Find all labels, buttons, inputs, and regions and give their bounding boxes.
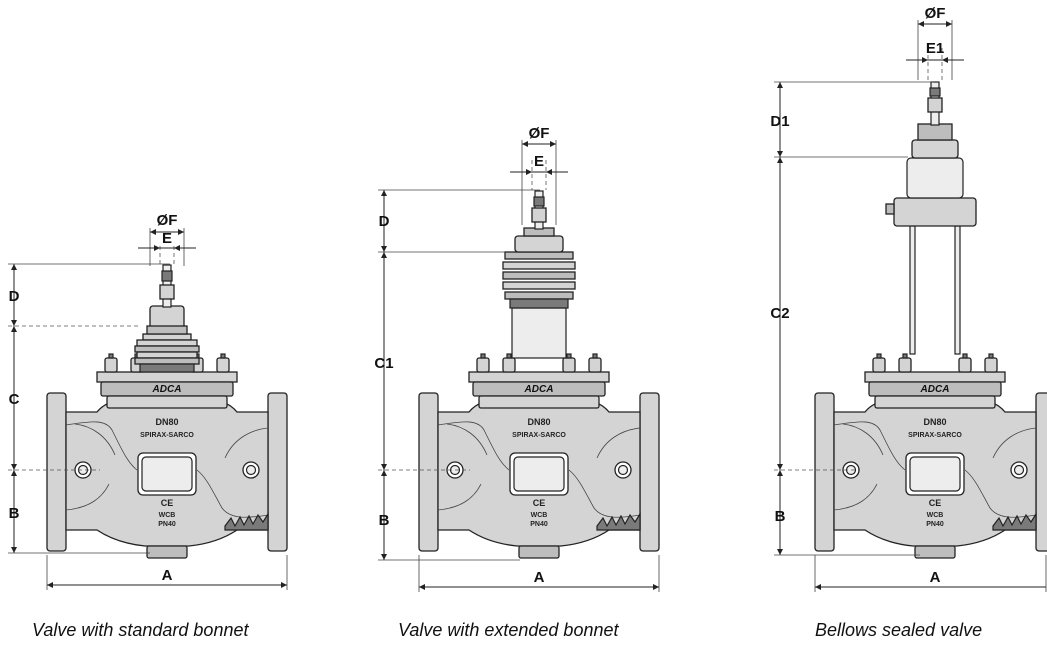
dim-group-left xyxy=(378,189,540,561)
dim-group-left xyxy=(774,81,934,556)
body-material-mark: WCB xyxy=(531,512,548,519)
label-e: E xyxy=(162,230,172,247)
brand-logo: ADCA xyxy=(524,384,554,395)
brand-logo: ADCA xyxy=(920,384,950,395)
body-size-mark: DN80 xyxy=(155,417,178,427)
label-e: E1 xyxy=(926,40,944,57)
body-size-mark: DN80 xyxy=(923,417,946,427)
body-size-mark: DN80 xyxy=(527,417,550,427)
body-material-mark: WCB xyxy=(927,512,944,519)
view-standard-bonnet: DN80 SPIRAX-SARCO CE WCB PN40 ADCA xyxy=(8,212,288,590)
bellows-housing xyxy=(885,81,977,355)
top-plate xyxy=(864,353,1006,409)
label-c: C2 xyxy=(770,305,789,322)
view-extended-bonnet: DN80 SPIRAX-SARCO CE WCB PN40 ADCA xyxy=(374,125,660,592)
label-f: ØF xyxy=(157,212,178,229)
brand-logo: ADCA xyxy=(152,384,182,395)
top-plate xyxy=(468,353,610,409)
caption-standard-bonnet: Valve with standard bonnet xyxy=(32,620,249,640)
label-f: ØF xyxy=(925,5,946,22)
dim-group-top xyxy=(510,140,568,225)
body-rating-mark: PN40 xyxy=(926,521,944,528)
dim-group-bottom xyxy=(814,555,1047,592)
label-d: D xyxy=(379,213,390,230)
label-a: A xyxy=(162,567,173,584)
body-rating-mark: PN40 xyxy=(530,521,548,528)
label-d: D xyxy=(9,288,20,305)
label-b: B xyxy=(379,512,390,529)
body-model-mark: SPIRAX-SARCO xyxy=(512,432,566,439)
body-rating-mark: PN40 xyxy=(158,521,176,528)
label-a: A xyxy=(930,569,941,586)
body-material-mark: WCB xyxy=(159,512,176,519)
body-ce-mark: CE xyxy=(533,498,546,508)
label-c: C xyxy=(9,391,20,408)
body-ce-mark: CE xyxy=(161,498,174,508)
extended-bonnet xyxy=(502,190,576,359)
dim-group-left xyxy=(8,263,170,554)
label-a: A xyxy=(534,569,545,586)
label-d: D1 xyxy=(770,113,789,130)
body-model-mark: SPIRAX-SARCO xyxy=(908,432,962,439)
label-f: ØF xyxy=(529,125,550,142)
label-b: B xyxy=(775,508,786,525)
view-bellows-sealed: DN80 SPIRAX-SARCO CE WCB PN40 ADCA xyxy=(770,5,1047,592)
label-c: C1 xyxy=(374,355,393,372)
body-ce-mark: CE xyxy=(929,498,942,508)
dim-group-bottom xyxy=(418,555,660,592)
label-b: B xyxy=(9,505,20,522)
dim-group-bottom xyxy=(46,555,288,590)
caption-extended-bonnet: Valve with extended bonnet xyxy=(398,620,619,640)
caption-bellows-sealed: Bellows sealed valve xyxy=(815,620,983,640)
label-e: E xyxy=(534,153,544,170)
dim-group-top xyxy=(138,228,196,266)
body-model-mark: SPIRAX-SARCO xyxy=(140,432,194,439)
dim-group-top xyxy=(906,20,964,80)
bonnet xyxy=(134,264,200,373)
